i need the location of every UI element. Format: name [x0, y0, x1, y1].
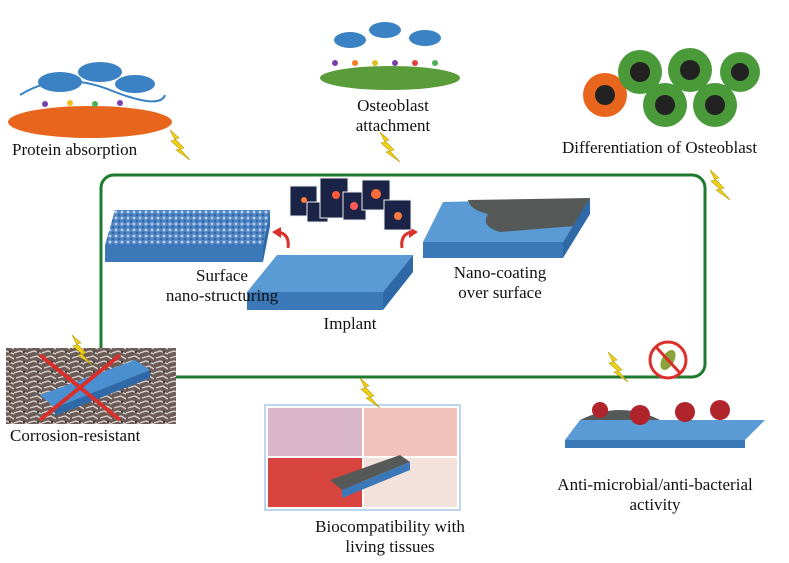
- protein-absorption-illustration: [8, 62, 172, 138]
- nano-coating-label: Nano-coating over surface: [454, 263, 547, 303]
- label-line: over surface: [458, 283, 542, 302]
- label-line: living tissues: [345, 537, 435, 556]
- label-line: Nano-coating: [453, 263, 547, 282]
- implant-slab: [247, 255, 413, 310]
- label-line: Biocompatibility with: [315, 517, 465, 536]
- corrosion-resistant-label: Corrosion-resistant: [10, 426, 141, 445]
- nano-coated-slab: [423, 198, 590, 258]
- medical-joint-images: [289, 177, 412, 231]
- corrosion-resistant-illustration: [6, 348, 176, 424]
- label-line: attachment: [355, 116, 431, 135]
- cross-icon: [38, 353, 122, 422]
- differentiation-label: Differentiation of Osteoblast: [562, 138, 758, 157]
- antimicrobial-illustration: [565, 340, 765, 448]
- implant-frame: [99, 173, 707, 379]
- label-line: Osteoblast: [357, 96, 429, 115]
- osteoblast-attachment-label: Osteoblast attachment: [356, 96, 431, 136]
- label-line: nano-structuring: [165, 286, 279, 305]
- label-line: Surface: [196, 266, 248, 285]
- surface-nanostructured-slab: [105, 210, 270, 262]
- osteoblast-attachment-illustration: [320, 22, 460, 90]
- lightning-icon: [169, 129, 191, 161]
- lightning-icon: [359, 377, 381, 409]
- lightning-icon: [379, 131, 401, 163]
- biocompatibility-label: Biocompatibility with living tissues: [315, 517, 465, 557]
- label-line: activity: [629, 495, 681, 514]
- surface-structuring-label: Surface nano-structuring: [166, 266, 278, 306]
- antimicrobial-label: Anti-microbial/anti-bacterial activity: [557, 475, 752, 515]
- protein-absorption-label: Protein absorption: [12, 140, 138, 159]
- label-line: Anti-microbial/anti-bacterial: [557, 475, 753, 494]
- osteoblast-differentiation-illustration: [583, 48, 760, 127]
- implant-label: Implant: [323, 314, 377, 333]
- lightning-icon: [709, 169, 731, 201]
- biocompatibility-illustration: [264, 404, 461, 511]
